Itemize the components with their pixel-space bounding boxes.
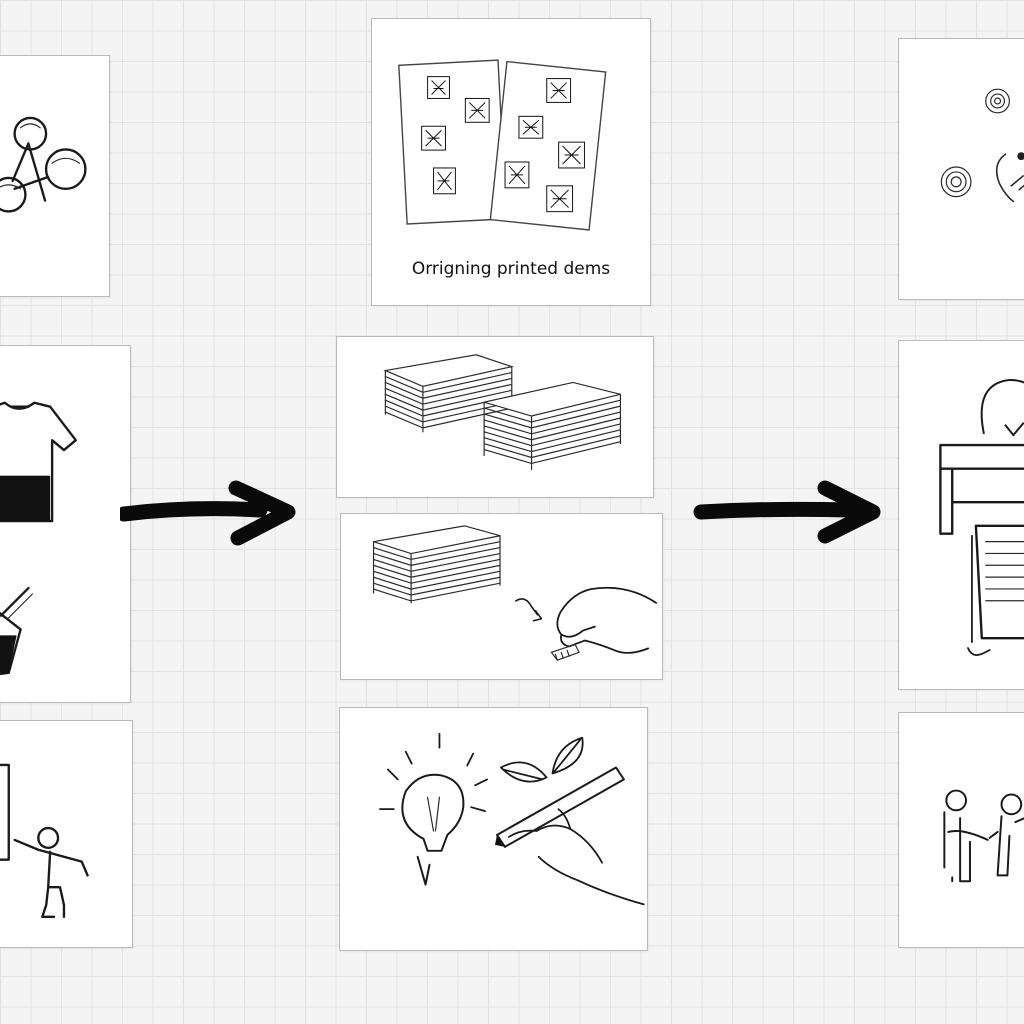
network-nodes-icon [0,116,87,213]
card-people [898,712,1024,948]
arrow-right-icon [693,480,881,544]
paint-bucket-icon [0,611,22,676]
pencil-hand-icon [494,766,645,906]
card-stack-hand [340,513,663,680]
card-caption: Orrigning printed dems [411,259,611,279]
paper-stack-icon [372,525,501,604]
printer-icon [939,378,1024,656]
card-printer [898,340,1024,690]
card-printed-items: Orrigning printed dems [371,18,651,306]
card-rolls-bulb [898,38,1024,300]
card-network [0,55,110,297]
person-icon [0,763,89,919]
lightbulb-icon [379,732,488,886]
lightbulb-icon [995,152,1024,203]
card-paper-stacks [336,336,654,498]
card-shirt-paint [0,345,131,703]
card-person [0,720,133,948]
paper-stack-icon [383,354,622,470]
arrow-right-icon [120,480,296,546]
people-icon [943,789,1024,883]
stamp-sheets-icon [398,59,607,231]
card-idea-pencil [339,707,648,951]
hand-icon [372,525,658,661]
tshirt-icon [0,401,77,676]
leaf-icon [500,736,584,783]
